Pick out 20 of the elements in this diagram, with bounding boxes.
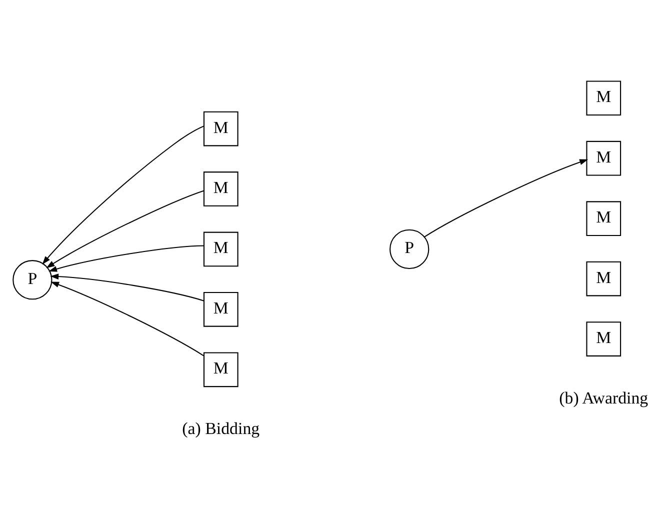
arrow bbox=[50, 281, 204, 356]
arrow bbox=[424, 158, 588, 237]
node-box: M bbox=[203, 171, 238, 206]
arrow bbox=[48, 244, 204, 272]
node-circle: P bbox=[12, 260, 52, 300]
label: (a) Bidding bbox=[182, 418, 260, 438]
node-box: M bbox=[203, 231, 238, 266]
node-box: M bbox=[203, 352, 238, 387]
node-box: M bbox=[203, 110, 238, 146]
arrow bbox=[46, 190, 204, 268]
node-box: M bbox=[586, 80, 622, 116]
arrow bbox=[42, 125, 204, 264]
node-box: M bbox=[586, 140, 622, 176]
node-box: M bbox=[586, 260, 622, 296]
node-box: M bbox=[586, 200, 622, 236]
label: (b) Awarding bbox=[559, 388, 648, 407]
node-box: M bbox=[203, 292, 238, 326]
node-circle: P bbox=[390, 228, 430, 269]
arrow bbox=[50, 273, 204, 301]
node-box: M bbox=[586, 321, 622, 356]
